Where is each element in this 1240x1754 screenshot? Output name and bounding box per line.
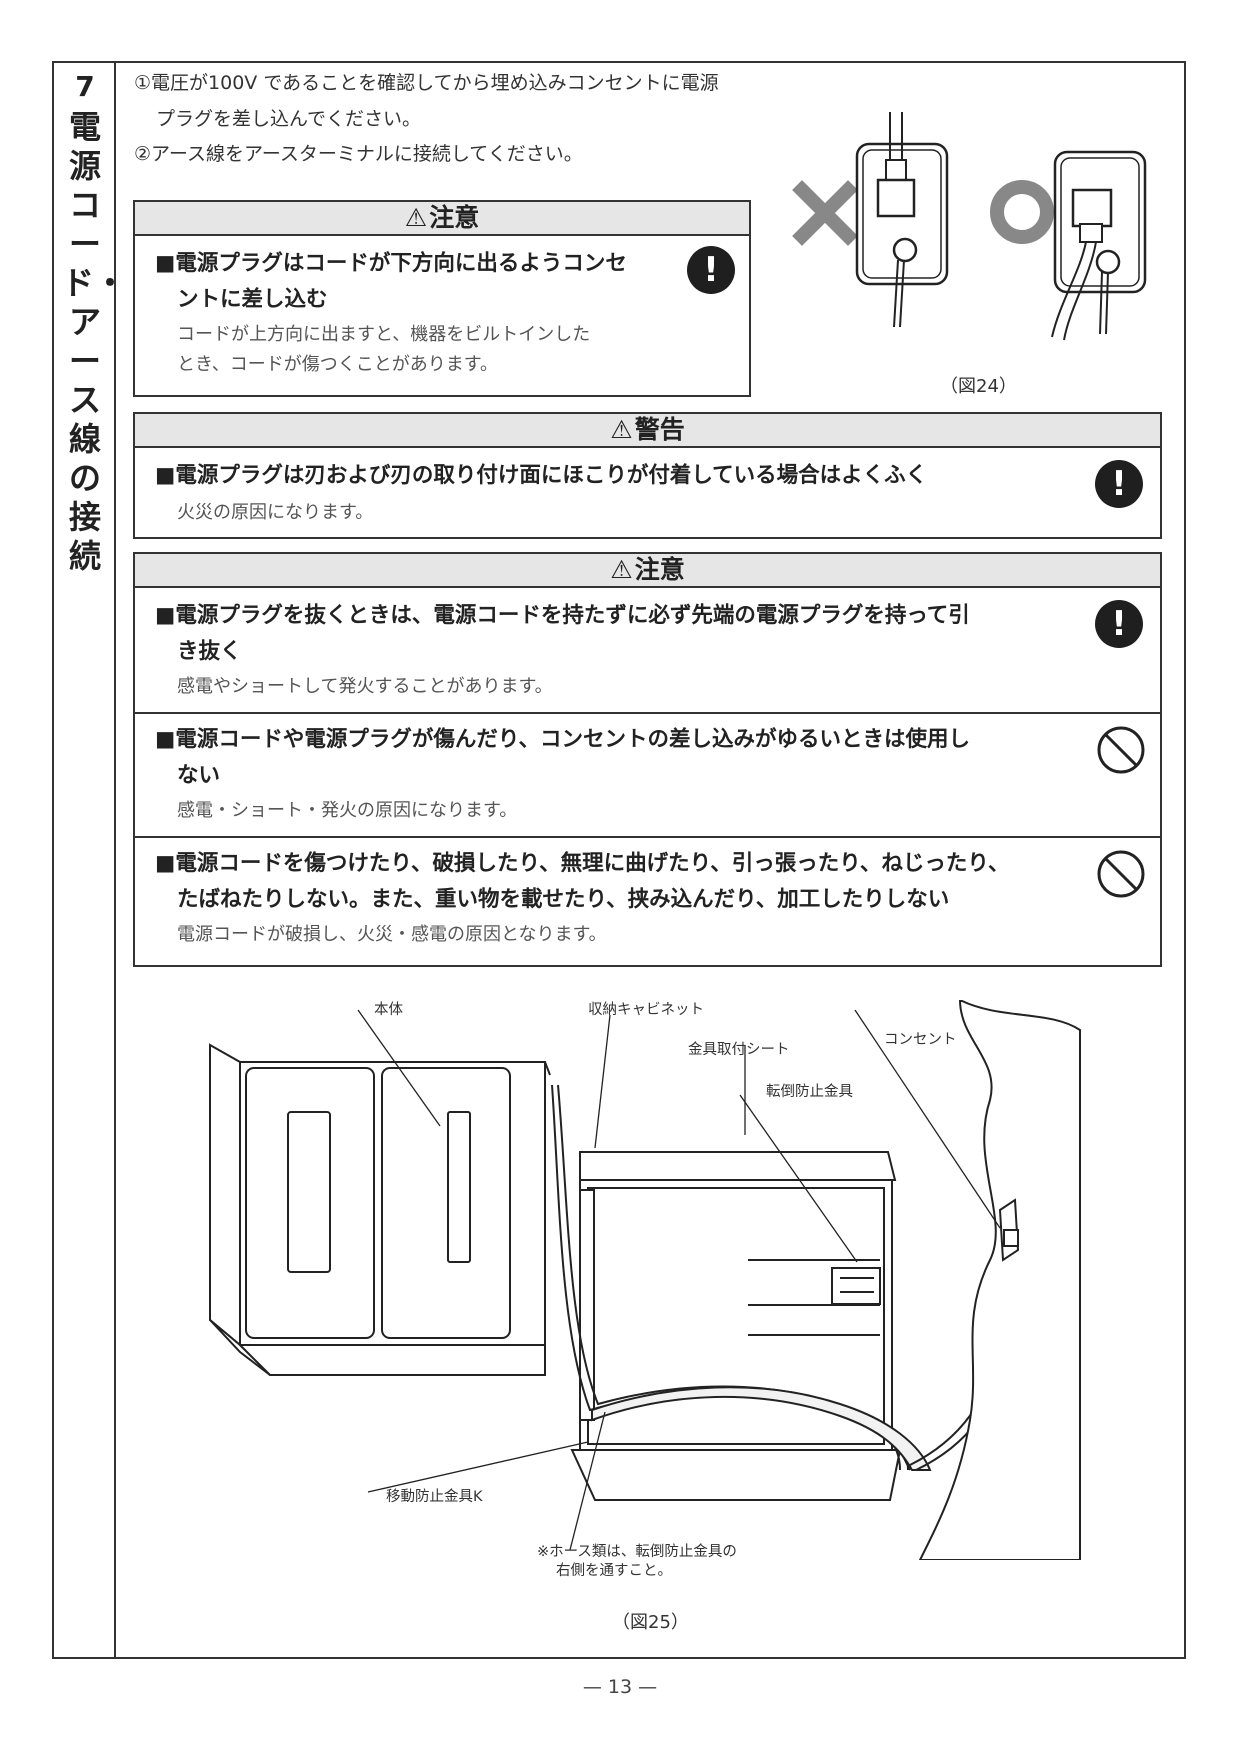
outlet <box>998 1198 1020 1262</box>
instruction-1-continued: プラグを差し込んでください。 <box>156 108 422 130</box>
caution-2-item-1-title-line2: き抜く <box>177 639 242 664</box>
instruction-1: ①電圧が100V であることを確認してから埋め込みコンセントに電源 <box>134 72 719 94</box>
warning-header: ⚠警告 <box>135 414 1160 448</box>
section-divider <box>114 61 116 1659</box>
figure-25-illustration <box>209 1000 1081 1560</box>
exclamation-icon: ! <box>1095 600 1143 648</box>
caution-2-item-2-title-line2: ない <box>177 763 221 788</box>
wall <box>918 1000 1081 1560</box>
storage-cabinet <box>570 1151 911 1501</box>
section-title: 電源コード・アース線の接続 <box>62 108 127 575</box>
warning-triangle-icon: ⚠ <box>610 555 633 584</box>
label-anti-tip-bracket: 転倒防止金具 <box>766 1084 853 1100</box>
warning-title: ■電源プラグは刃および刃の取り付け面にほこりが付着している場合はよくふく <box>155 463 928 488</box>
label-storage-cabinet: 収納キャビネット <box>588 1002 704 1018</box>
caution-2-item-2-title-line1: ■電源コードや電源プラグが傷んだり、コンセントの差し込みがゆるいときは使用し <box>155 727 970 752</box>
leader-lines <box>357 1009 1001 1551</box>
section-number: 7 <box>75 70 95 103</box>
page-number: — 13 — <box>582 1676 658 1698</box>
caution-2-item-1-desc: 感電やショートして発火することがあります。 <box>177 676 553 697</box>
caution-2-item-2-desc: 感電・ショート・発火の原因になります。 <box>177 800 518 821</box>
caution-1-desc-line1: コードが上方向に出ますと、機器をビルトインした <box>177 324 591 345</box>
label-outlet: コンセント <box>884 1032 957 1048</box>
caution-1-title-line1: ■電源プラグはコードが下方向に出るようコンセ <box>155 251 627 276</box>
warning-triangle-icon: ⚠ <box>404 203 428 232</box>
warning-desc: 火災の原因になります。 <box>177 502 374 523</box>
hose-note-line1: ※ホース類は、転倒防止金具の <box>537 1544 737 1560</box>
label-main-body: 本体 <box>374 1002 403 1018</box>
item-separator <box>135 836 1160 838</box>
prohibited-icon <box>1097 726 1145 774</box>
caution-2-item-3-title-line2: たばねたりしない。また、重い物を載せたり、挟み込んだり、加工したりしない <box>177 887 950 912</box>
caution-1-title-line2: ントに差し込む <box>177 287 328 312</box>
right-mark-icon <box>990 180 1054 244</box>
exclamation-icon: ! <box>687 246 735 294</box>
figure-24-illustration <box>792 112 1147 341</box>
instruction-2: ②アース線をアースターミナルに接続してください。 <box>134 143 583 165</box>
item-separator <box>135 712 1160 714</box>
caution-box-1: ⚠注意 ■電源プラグはコードが下方向に出るようコンセ ントに差し込む コードが上… <box>133 200 751 397</box>
label-fitting-sheet: 金具取付シート <box>688 1042 790 1058</box>
caution-2-item-1-title-line1: ■電源プラグを抜くときは、電源コードを持たずに必ず先端の電源プラグを持って引 <box>155 603 970 628</box>
caution-header: ⚠注意 <box>135 202 749 236</box>
warning-box: ⚠警告 ■電源プラグは刃および刃の取り付け面にほこりが付着している場合はよくふく… <box>133 412 1162 539</box>
main-body-unit <box>209 1043 551 1376</box>
prohibited-icon <box>1097 850 1145 898</box>
figure-25-caption: （図25） <box>612 1612 689 1633</box>
wrong-mark-icon <box>792 180 858 246</box>
caution-1-desc-line2: とき、コードが傷つくことがあります。 <box>177 354 498 375</box>
figure-24-caption: （図24） <box>940 376 1017 397</box>
caution-2-item-3-desc: 電源コードが破損し、火災・感電の原因となります。 <box>177 924 607 945</box>
exclamation-icon: ! <box>1095 460 1143 508</box>
hose-note-line2: 右側を通すこと。 <box>556 1563 672 1579</box>
page-frame <box>52 61 1186 1659</box>
warning-triangle-icon: ⚠ <box>610 415 633 444</box>
label-anti-move-bracket: 移動防止金具K <box>386 1489 483 1505</box>
caution-header: ⚠注意 <box>135 554 1160 588</box>
caution-2-item-3-title-line1: ■電源コードを傷つけたり、破損したり、無理に曲げたり、引っ張ったり、ねじったり、 <box>155 851 1010 876</box>
caution-box-2: ⚠注意 ■電源プラグを抜くときは、電源コードを持たずに必ず先端の電源プラグを持っ… <box>133 552 1162 967</box>
